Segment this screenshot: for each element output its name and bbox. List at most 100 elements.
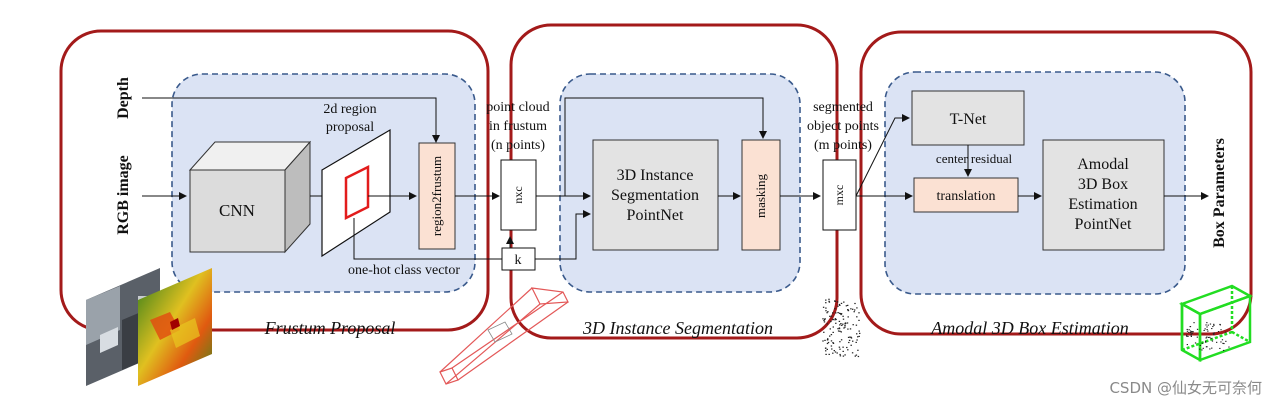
point [851, 352, 854, 354]
point [825, 353, 827, 355]
output-3d-box [1178, 284, 1254, 363]
point [1222, 342, 1224, 344]
nxc-tensor [500, 159, 537, 231]
point [1187, 335, 1189, 337]
point [830, 320, 832, 323]
point [835, 318, 837, 321]
point [856, 339, 858, 341]
point [829, 315, 831, 317]
point [837, 330, 840, 332]
point [842, 323, 844, 325]
point [825, 307, 827, 309]
point [850, 336, 852, 338]
point [828, 300, 830, 302]
point [839, 355, 842, 357]
instance-segmentation-stage-label: 3D Instance Segmentation [582, 318, 773, 338]
point [836, 352, 838, 354]
point [825, 310, 827, 312]
point [829, 335, 831, 337]
point [858, 312, 860, 314]
point [835, 312, 837, 314]
point [824, 318, 826, 320]
point [1186, 344, 1188, 346]
point [1223, 343, 1225, 345]
point [827, 311, 829, 313]
point [826, 342, 829, 345]
point [849, 328, 852, 330]
point [1202, 347, 1204, 349]
point [847, 310, 850, 312]
watermark: CSDN @仙女无可奈何 [1109, 379, 1262, 397]
depth-arrow [142, 97, 440, 143]
point [838, 312, 841, 314]
point [823, 331, 825, 333]
point [830, 345, 833, 347]
point [850, 337, 853, 339]
point [834, 300, 836, 302]
k-label: k [515, 253, 522, 268]
point [1186, 334, 1188, 336]
segmented-line3: (m points) [814, 138, 872, 153]
point [1196, 328, 1199, 330]
point [836, 301, 839, 303]
point [847, 309, 849, 311]
point [1199, 348, 1201, 350]
point [822, 318, 824, 320]
point [832, 352, 834, 354]
point [1191, 332, 1193, 334]
point [856, 333, 858, 335]
point [1190, 335, 1192, 337]
box-parameters-label: Box Parameters [1211, 138, 1228, 248]
seg-net-line2: Segmentation [611, 187, 699, 204]
point [859, 332, 861, 334]
point [1219, 347, 1221, 349]
point [1201, 342, 1203, 344]
point [1186, 330, 1189, 332]
point [840, 339, 843, 341]
point [844, 322, 847, 324]
point [848, 341, 850, 344]
point [839, 304, 841, 306]
point [844, 324, 846, 327]
point [1189, 326, 1191, 328]
point [828, 353, 830, 355]
point [840, 313, 842, 316]
point [1225, 331, 1227, 333]
point [847, 304, 849, 306]
point [1213, 324, 1215, 326]
skip-to-masking-arrow [564, 97, 767, 196]
point [1190, 334, 1192, 336]
point [834, 318, 837, 320]
point [1217, 331, 1220, 333]
point [1206, 336, 1208, 338]
point [1186, 335, 1188, 337]
point [1213, 323, 1215, 325]
point [838, 303, 841, 306]
tnet-block [911, 90, 1025, 146]
point [855, 354, 858, 356]
point [846, 322, 849, 324]
point [823, 319, 825, 322]
point [1196, 336, 1198, 338]
point [844, 326, 846, 328]
point [1209, 323, 1212, 325]
point [847, 328, 849, 330]
point [827, 338, 829, 340]
point [1211, 340, 1214, 342]
point [1206, 326, 1208, 328]
point [1225, 340, 1227, 342]
point [830, 340, 833, 342]
point [832, 342, 834, 344]
point [1190, 333, 1192, 335]
point [830, 315, 833, 317]
tnet-label: T-Net [950, 111, 987, 128]
point [1212, 326, 1214, 328]
point [1211, 347, 1213, 349]
point [852, 308, 854, 310]
point [1188, 329, 1190, 331]
rgb-image-label: RGB image [115, 155, 132, 235]
point [847, 349, 849, 351]
point [826, 312, 828, 314]
point [826, 323, 828, 325]
